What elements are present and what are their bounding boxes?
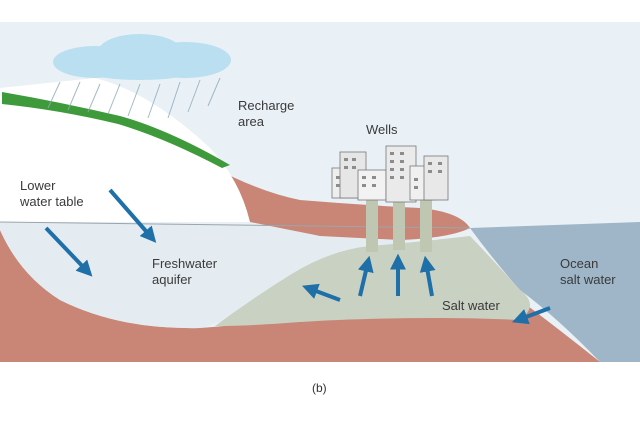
figure-caption: (b) — [312, 381, 327, 395]
well-pipes — [366, 200, 432, 252]
arrow-lower-left — [44, 226, 93, 277]
label-fresh-1: Freshwater — [152, 256, 218, 271]
label-ocean-1: Ocean — [560, 256, 598, 271]
ocean — [470, 222, 640, 362]
arrow-well-3 — [419, 255, 436, 297]
label-recharge-2: area — [238, 114, 265, 129]
label-lower-2: water table — [19, 194, 84, 209]
flow-arrow-icon — [44, 188, 551, 325]
salt-water-wedge — [215, 236, 530, 326]
hill-slope — [0, 78, 250, 222]
cloud-icon — [53, 34, 231, 80]
arrow-well-1 — [358, 255, 374, 297]
bedrock — [0, 230, 600, 362]
label-salt-water: Salt water — [442, 298, 500, 313]
freshwater-aquifer — [0, 222, 470, 329]
label-lower-1: Lower — [20, 178, 56, 193]
arrow-ocean — [512, 306, 551, 325]
label-fresh-2: aquifer — [152, 272, 192, 287]
label-wells: Wells — [366, 122, 398, 137]
label-recharge-1: Recharge — [238, 98, 294, 113]
label-ocean-2: salt water — [560, 272, 616, 287]
water-table-line — [0, 221, 471, 229]
arrow-salt-left — [302, 283, 341, 302]
grass-strip — [2, 92, 230, 168]
rain-icon — [47, 77, 221, 119]
arrow-upper-left — [108, 188, 157, 243]
buildings-icon — [331, 145, 449, 203]
